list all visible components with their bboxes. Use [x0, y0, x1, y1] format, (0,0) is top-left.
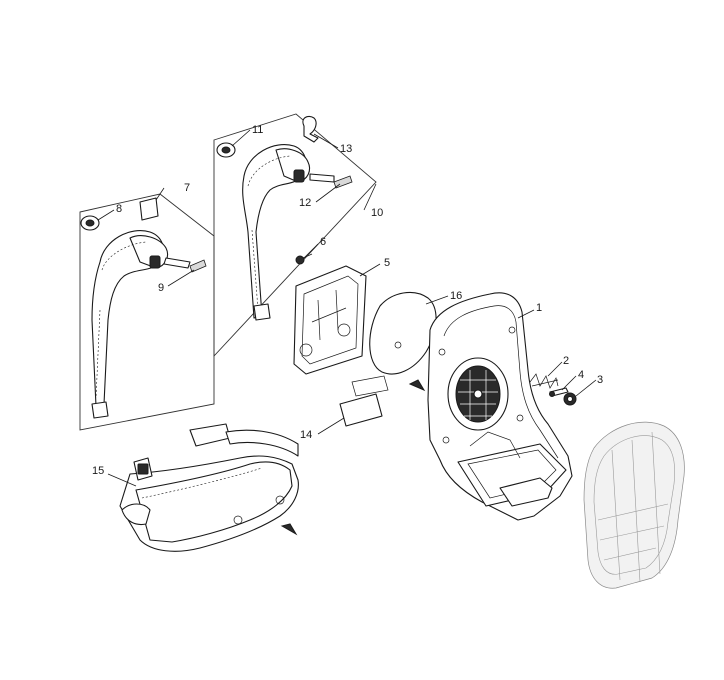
- waist-belt[interactable]: [119, 423, 299, 552]
- callout-14: 14: [300, 429, 312, 441]
- screw-6[interactable]: [295, 253, 313, 265]
- strap-hook[interactable]: [302, 115, 319, 143]
- callout-9: 9: [158, 282, 164, 294]
- label-sticker[interactable]: [339, 375, 389, 427]
- callout-15: 15: [92, 465, 104, 477]
- pin[interactable]: [549, 387, 569, 397]
- engine-housing-ghost: [583, 421, 685, 589]
- strap-group-10-frame: [213, 113, 377, 358]
- spring[interactable]: [529, 373, 559, 389]
- d-ring-left[interactable]: [80, 215, 100, 231]
- callout-8: 8: [116, 203, 122, 215]
- callout-6: 6: [320, 236, 326, 248]
- callout-11: 11: [252, 124, 263, 136]
- shoulder-strap-left[interactable]: [91, 197, 191, 419]
- leader-lines: [97, 129, 597, 487]
- callout-10: 10: [371, 207, 383, 219]
- callout-1: 1: [536, 302, 542, 314]
- callout-3: 3: [597, 374, 603, 386]
- shoulder-strap-right[interactable]: [242, 144, 335, 321]
- callout-13: 13: [340, 143, 352, 155]
- d-ring-right[interactable]: [216, 142, 236, 158]
- buckle-clip-left[interactable]: [189, 259, 207, 273]
- knob[interactable]: [563, 392, 577, 406]
- callout-12: 12: [299, 197, 311, 209]
- callout-5: 5: [384, 257, 390, 269]
- callout-16: 16: [450, 290, 462, 302]
- callout-7: 7: [184, 182, 190, 194]
- backpack-frame[interactable]: [427, 292, 573, 521]
- callout-4: 4: [578, 369, 584, 381]
- back-plate[interactable]: [293, 265, 367, 375]
- direction-arrow-belt: [280, 523, 298, 536]
- direction-arrow-label: [408, 379, 426, 392]
- gasket-disc[interactable]: [369, 291, 437, 375]
- callout-2: 2: [563, 355, 569, 367]
